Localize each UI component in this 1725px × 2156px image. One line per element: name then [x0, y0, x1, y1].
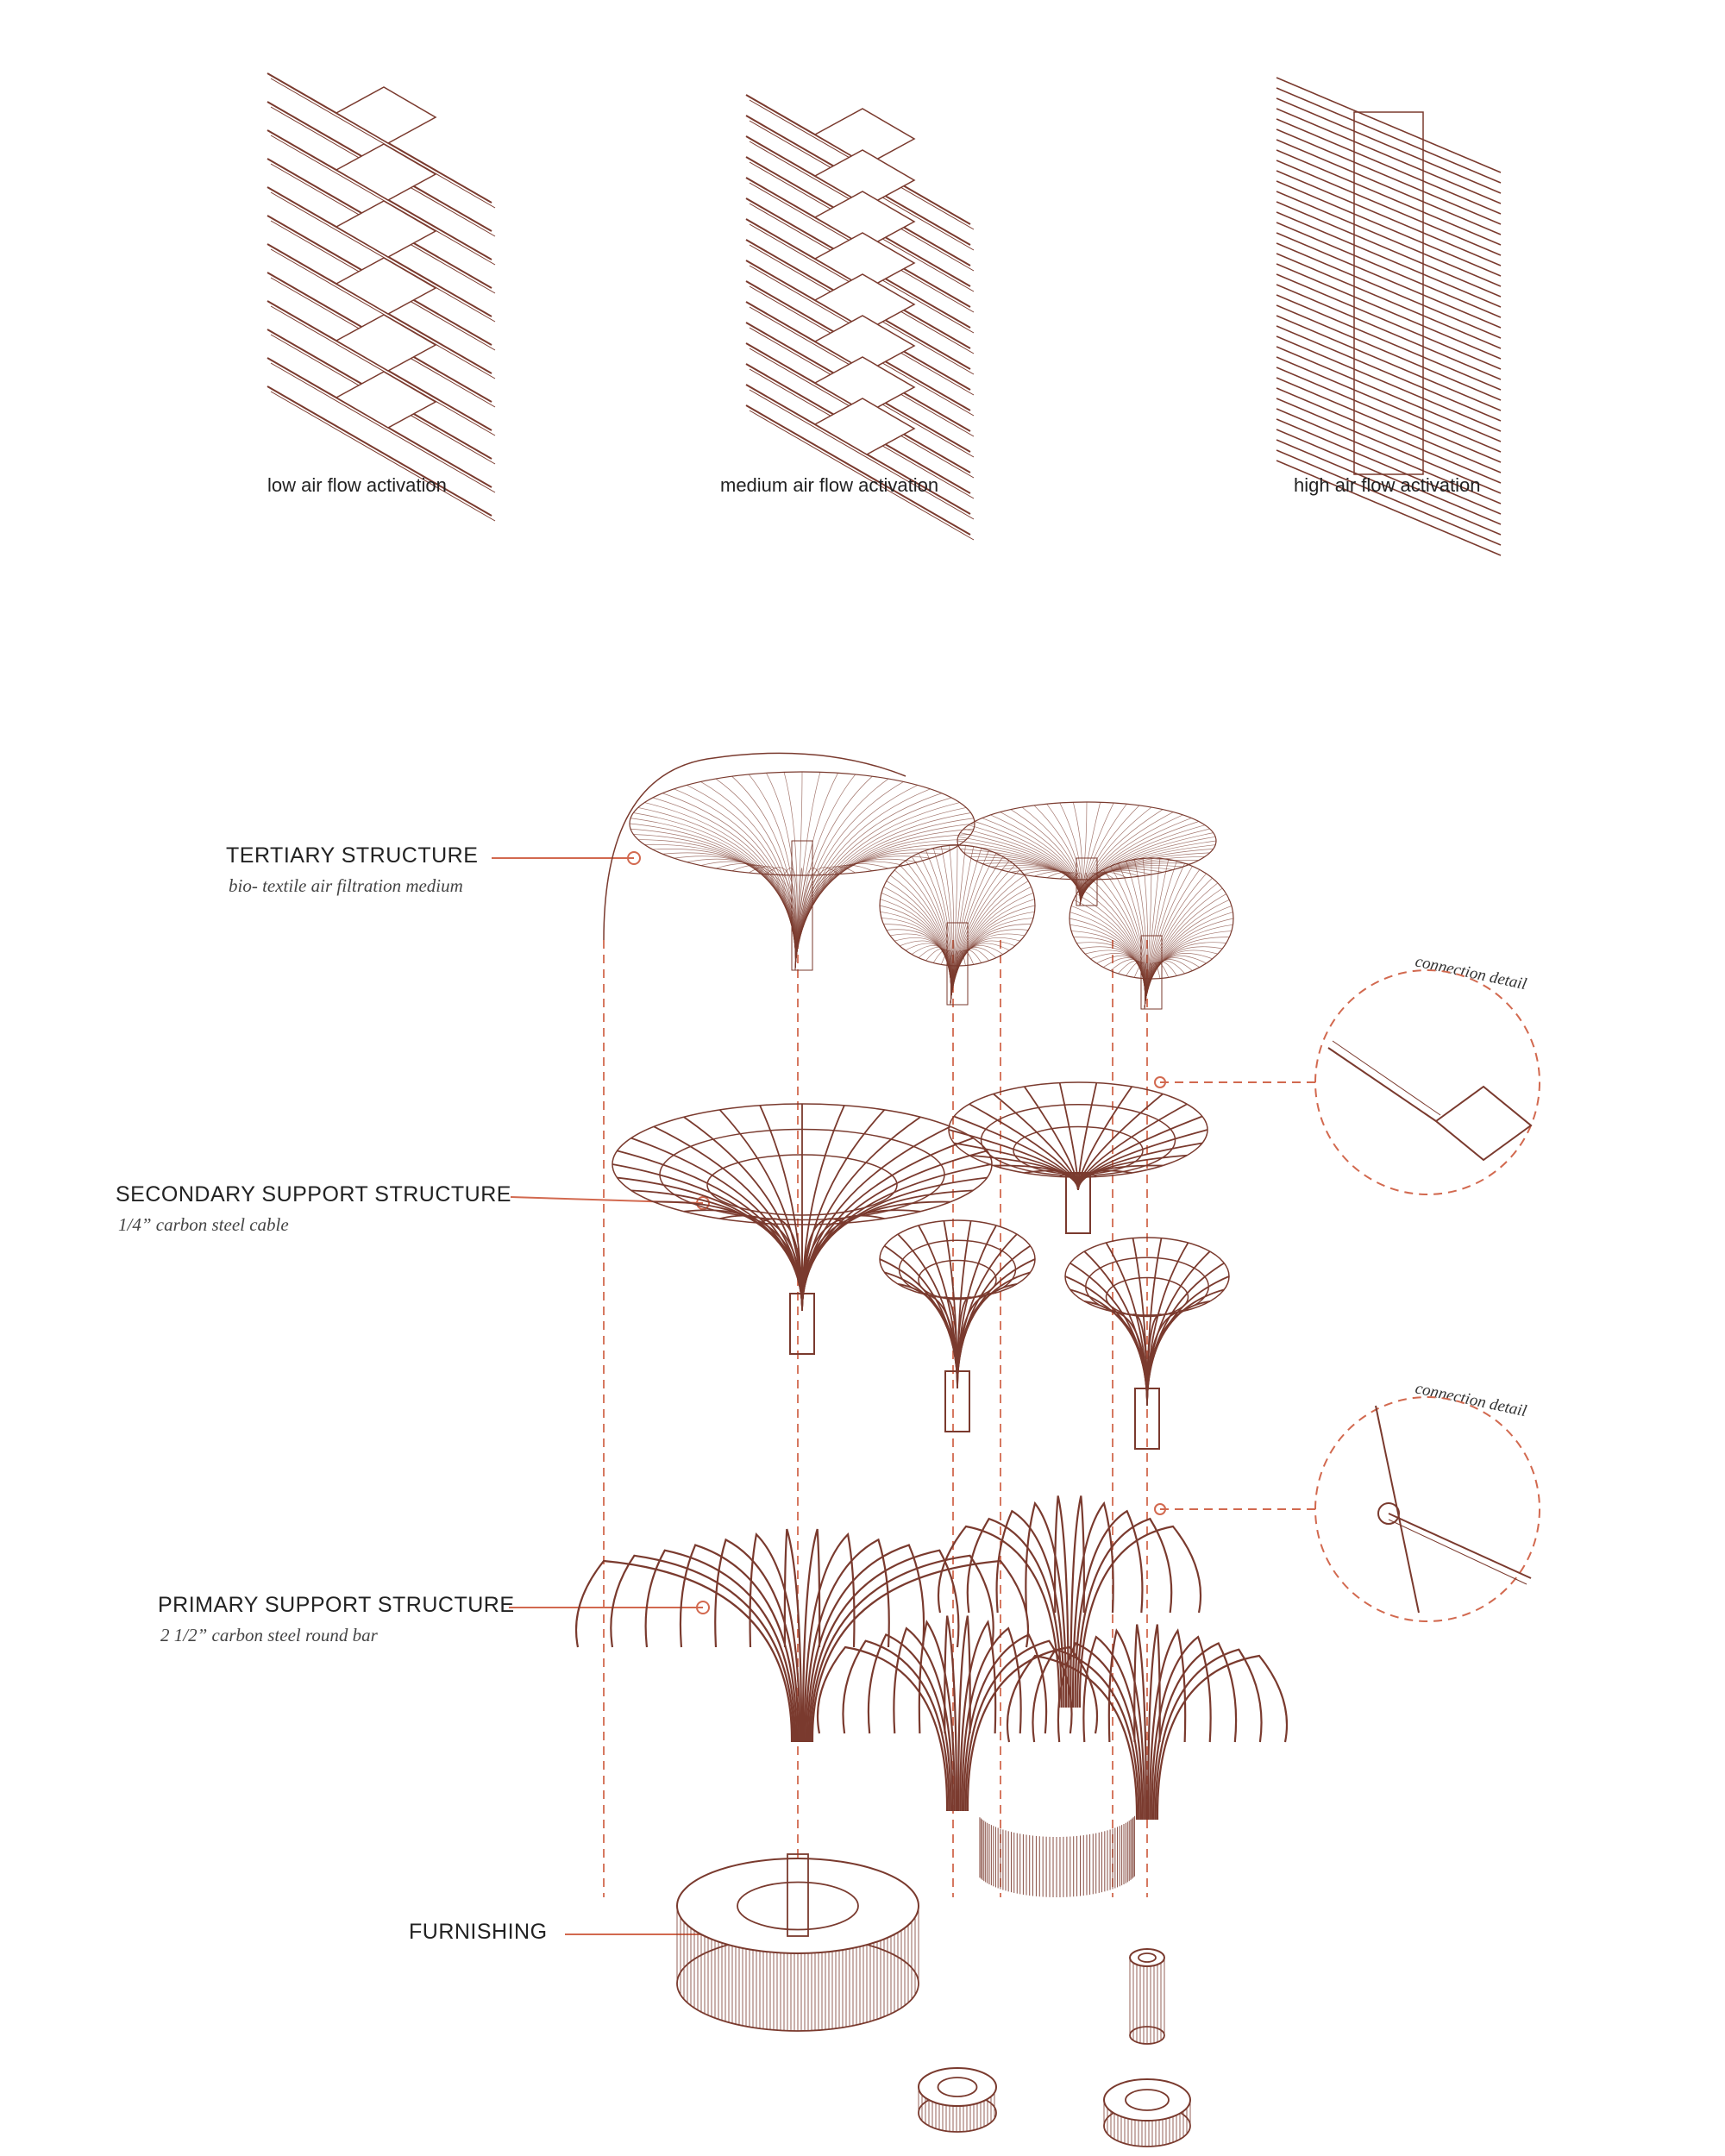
furnishing-title: FURNISHING	[409, 1920, 548, 1944]
tertiary-canopy-1	[629, 771, 975, 971]
low-activation-caption: low air flow activation	[267, 474, 447, 496]
primary-tree-1	[574, 1528, 1030, 1743]
furnishing-center-post	[787, 1853, 809, 1937]
tertiary-title: TERTIARY STRUCTURE	[226, 843, 479, 868]
medium-activation-caption: medium air flow activation	[720, 474, 939, 496]
primary-subtitle: 2 1/2” carbon steel round bar	[160, 1625, 378, 1645]
tertiary-structure-drawing	[603, 752, 1234, 1010]
tertiary-canopy-top	[957, 801, 1217, 906]
furnishing-stool-2	[1103, 2078, 1191, 2147]
secondary-title: SECONDARY SUPPORT STRUCTURE	[116, 1182, 511, 1206]
secondary-subtitle: 1/4” carbon steel cable	[118, 1214, 289, 1235]
tertiary-canopy-3	[1069, 857, 1234, 1010]
connection-detail-circle-1	[1154, 969, 1540, 1195]
furnishing-ring-bench	[676, 1858, 919, 2032]
activation-module	[745, 94, 975, 541]
tertiary-arc	[603, 752, 906, 941]
activation-module	[267, 72, 496, 522]
primary-tree-3	[1006, 1624, 1289, 1821]
tertiary-canopy-2	[879, 844, 1036, 1006]
secondary-frame-3	[1064, 1237, 1230, 1450]
furnishing-curved-bench	[979, 1815, 1135, 1897]
high-activation-caption: high air flow activation	[1294, 474, 1481, 496]
secondary-frame-1	[612, 1103, 993, 1355]
secondary-frame-2	[879, 1219, 1036, 1432]
furnishing-drawing	[676, 1815, 1191, 2147]
secondary-frame-top	[948, 1081, 1208, 1234]
primary-title: PRIMARY SUPPORT STRUCTURE	[158, 1593, 515, 1617]
furnishing-stool-1	[918, 2067, 997, 2133]
connection-details: connection detail connection detail	[1154, 952, 1540, 1622]
primary-tree-top	[937, 1495, 1202, 1708]
secondary-structure-drawing	[612, 1081, 1230, 1450]
leader-lines	[492, 851, 1148, 1941]
primary-tree-2	[816, 1615, 1099, 1812]
connection-detail-label-2: connection detail	[1414, 1379, 1528, 1420]
primary-leader-dot	[696, 1601, 710, 1614]
primary-structure-drawing	[574, 1495, 1289, 1821]
connection-detail-label-1: connection detail	[1414, 952, 1528, 993]
activation-module-high	[1276, 77, 1502, 556]
airflow-activation-modules	[267, 72, 1502, 556]
tertiary-subtitle: bio- textile air filtration medium	[229, 875, 463, 896]
furnishing-post	[1129, 1948, 1165, 2045]
tertiary-leader-dot	[627, 851, 641, 865]
connection-detail-circle-2	[1154, 1396, 1540, 1622]
